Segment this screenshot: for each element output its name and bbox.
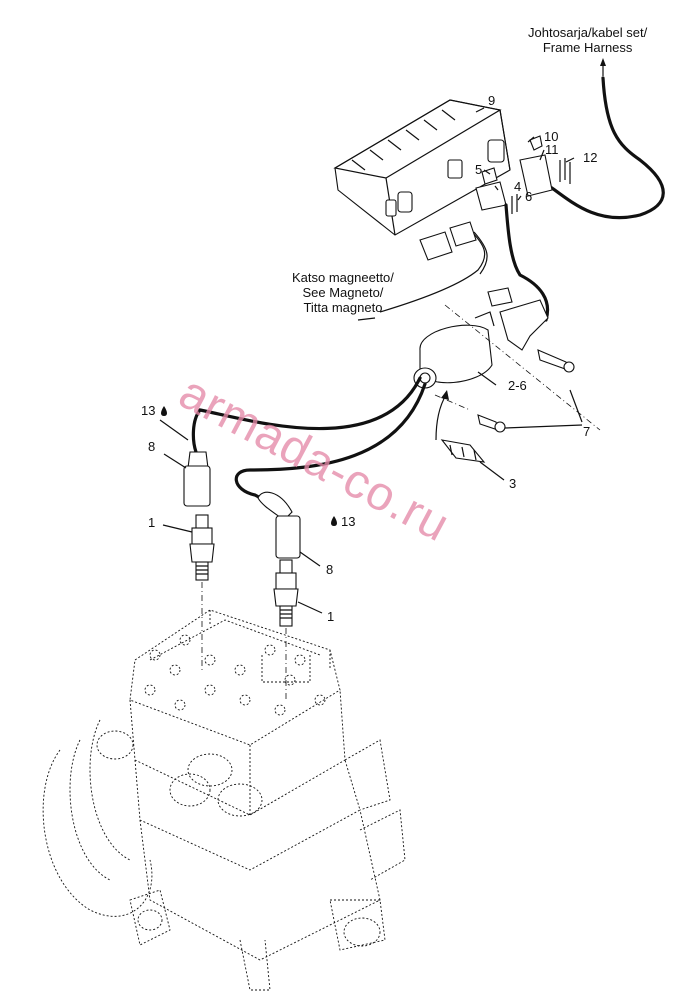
- magneto-line-3: Titta magneto: [303, 300, 383, 315]
- frame-harness-line-1: Johtosarja/kabel set/: [528, 25, 648, 40]
- callout-4: 4: [514, 179, 522, 194]
- spark-plugs: [189, 514, 299, 700]
- callout-1-left: 1: [148, 515, 156, 530]
- connector-parts: [475, 135, 571, 214]
- callout-13-right: 13: [341, 514, 356, 529]
- ignition-coil: [413, 287, 601, 463]
- callout-10: 10: [544, 129, 559, 144]
- callout-3: 3: [509, 476, 517, 491]
- callout-7: 7: [583, 424, 591, 439]
- high-tension-leads: [191, 376, 427, 504]
- leader-lines: [159, 107, 583, 614]
- callout-1-right: 1: [327, 609, 335, 624]
- cdi-module: [333, 99, 511, 236]
- module-wires: [379, 203, 550, 322]
- callout-5: 5: [475, 162, 483, 177]
- callout-8-left: 8: [148, 439, 156, 454]
- frame-harness-line-2: Frame Harness: [542, 40, 633, 55]
- engine-phantom: [42, 609, 406, 991]
- spark-plug-caps: [183, 451, 301, 559]
- frame-harness-note: Johtosarja/kabel set/ Frame Harness: [528, 25, 647, 55]
- callout-2-6: 2-6: [508, 378, 527, 393]
- callout-8-right: 8: [326, 562, 334, 577]
- lubricant-drop-icons: [161, 406, 337, 526]
- callout-13-left: 13: [141, 403, 156, 418]
- frame-harness-wire: [550, 58, 665, 220]
- callout-9: 9: [488, 93, 496, 108]
- magneto-line-2: See Magneto/: [302, 285, 384, 300]
- callout-12: 12: [583, 150, 598, 165]
- callout-6: 6: [525, 189, 533, 204]
- magneto-line-1: Katso magneetto/: [292, 270, 394, 285]
- magneto-note: Katso magneetto/ See Magneto/ Titta magn…: [292, 270, 394, 315]
- callout-11: 11: [545, 142, 559, 157]
